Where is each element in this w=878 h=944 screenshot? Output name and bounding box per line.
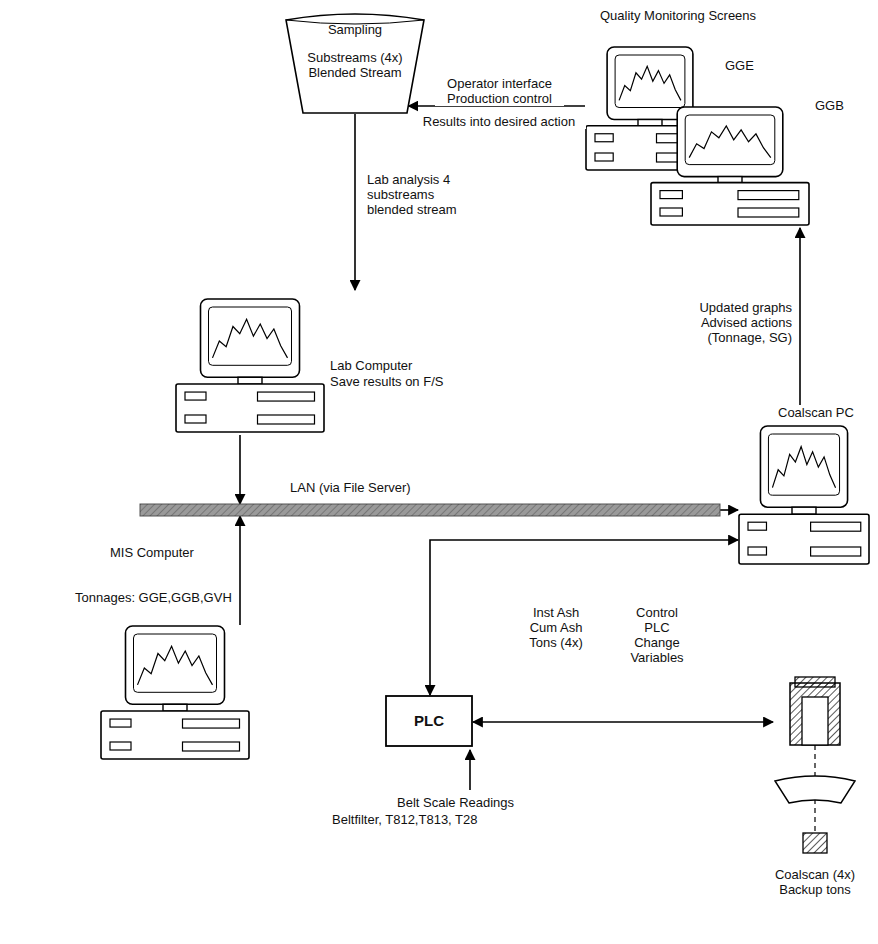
annotation-text: Beltfilter, T812,T813, T28 xyxy=(330,812,534,827)
lan-bus: LAN (via File Server) xyxy=(140,504,720,516)
node-label: Quality Monitoring Screens xyxy=(600,8,810,23)
annotation-text: Belt Scale Readings xyxy=(395,795,539,810)
band-outline xyxy=(140,504,720,516)
coalscan-pc: Coalscan PC xyxy=(738,405,873,567)
node-label: LAN (via File Server) xyxy=(290,480,490,495)
connector-arrow xyxy=(473,721,773,723)
annotation-text: Results into desired action xyxy=(412,114,586,129)
node-sublabel: Save results on F/S xyxy=(330,374,500,389)
connector-arrow xyxy=(799,228,801,405)
node-label: Coalscan PC xyxy=(778,405,873,420)
node-sublabel: GGE xyxy=(725,58,785,73)
computer-outline xyxy=(738,405,873,567)
lab-computer: Lab ComputerSave results on F/S xyxy=(175,290,505,435)
node-sublabel: Tonnages: GGE,GGB,GVH xyxy=(75,590,250,605)
edge-label: Lab analysis 4 substreams blended stream xyxy=(365,172,461,217)
node-label: Lab Computer xyxy=(330,358,500,373)
edge-label: Operator interface Production control xyxy=(435,76,564,106)
connector-arrow xyxy=(354,114,356,290)
edge-label: Updated graphs Advised actions (Tonnage,… xyxy=(665,300,794,345)
annotation-text: Control PLC Change Variables xyxy=(622,605,692,665)
connector-arrow xyxy=(720,509,738,511)
node-sublabel: Substreams (4x) Blended Stream xyxy=(295,50,415,80)
belt-scale-arrow xyxy=(469,750,471,790)
node-label: Sampling xyxy=(285,22,425,37)
computer-outline xyxy=(95,625,255,763)
computer-icon xyxy=(176,299,324,432)
node-label: Coalscan (4x) Backup tons xyxy=(765,867,865,897)
connector-arrow xyxy=(430,540,738,695)
node-label: GGB xyxy=(815,98,850,113)
node-label: PLC xyxy=(385,712,473,729)
node-label: MIS Computer xyxy=(110,545,250,560)
plc-box: PLC xyxy=(385,695,473,747)
monitor-computer: GGB xyxy=(650,78,850,228)
edge-label: Inst Ash Cum Ash Tons (4x) xyxy=(524,605,588,650)
computer-icon xyxy=(739,426,869,564)
mis-computer: MIS ComputerTonnages: GGE,GGB,GVH xyxy=(95,625,255,763)
connector-arrow xyxy=(239,516,241,625)
computer-icon xyxy=(101,626,249,759)
computer-icon xyxy=(651,107,809,225)
coalscan-analyser: Coalscan (4x) Backup tons xyxy=(765,675,865,910)
sampling-hopper: SamplingSubstreams (4x) Blended Stream xyxy=(285,6,425,114)
connector-arrow xyxy=(239,435,241,504)
